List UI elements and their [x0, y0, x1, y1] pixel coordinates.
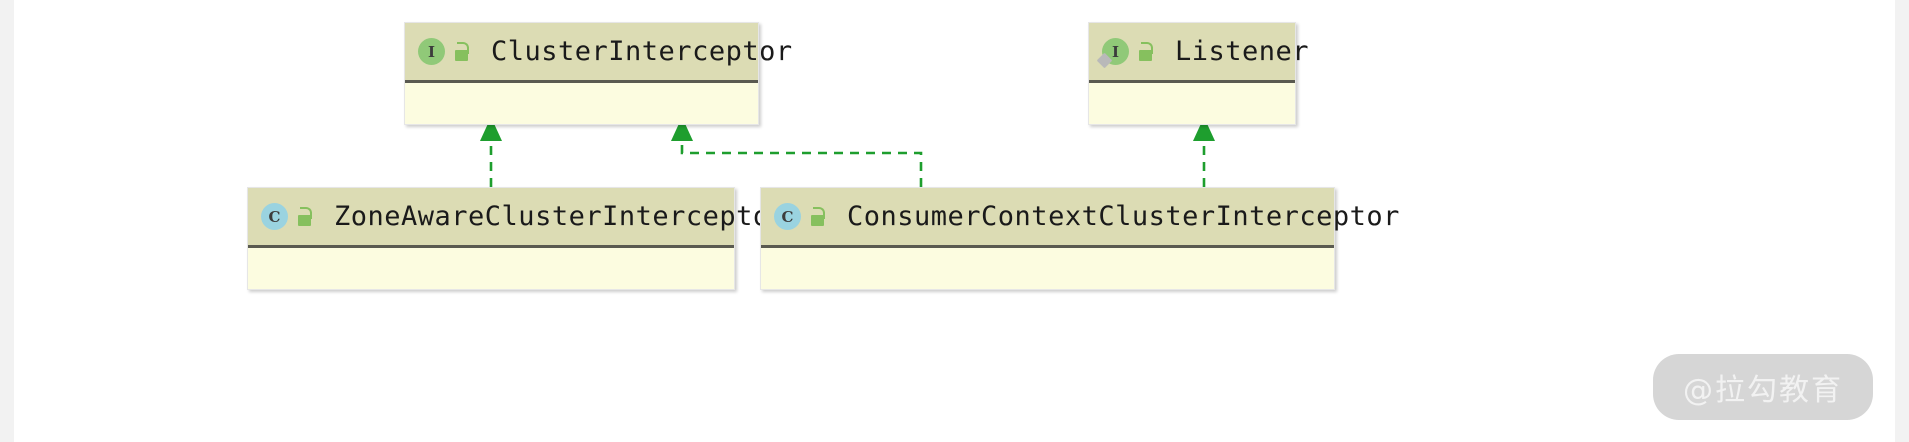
uml-node-separator: [1088, 80, 1296, 83]
watermark-badge: @拉勾教育: [1653, 354, 1873, 420]
interface-icon: I: [418, 38, 445, 65]
uml-node-zone-aware-cluster-interceptor[interactable]: C ZoneAwareClusterInterceptor: [247, 187, 786, 290]
uml-node-members: [1088, 83, 1296, 125]
uml-node-members: [760, 248, 1335, 290]
uml-node-title: ConsumerContextClusterInterceptor: [847, 201, 1400, 232]
unlocked-padlock-icon: [452, 41, 471, 63]
uml-node-cluster-interceptor[interactable]: I ClusterInterceptor: [404, 22, 792, 125]
uml-node-consumer-context-cluster-interceptor[interactable]: C ConsumerContextClusterInterceptor: [760, 187, 1399, 290]
interface-icon: I: [1096, 38, 1129, 69]
uml-node-title: ClusterInterceptor: [491, 36, 793, 67]
uml-node-header: C ZoneAwareClusterInterceptor: [247, 187, 786, 245]
class-icon: C: [774, 203, 801, 230]
uml-node-header: I Listener: [1088, 22, 1309, 80]
unlocked-padlock-icon: [1136, 41, 1155, 63]
uml-node-separator: [247, 245, 735, 248]
uml-node-separator: [404, 80, 759, 83]
uml-node-header: C ConsumerContextClusterInterceptor: [760, 187, 1399, 245]
uml-node-members: [247, 248, 735, 290]
uml-node-title: ZoneAwareClusterInterceptor: [334, 201, 787, 232]
class-icon: C: [261, 203, 288, 230]
uml-node-title: Listener: [1175, 36, 1310, 67]
uml-node-header: I ClusterInterceptor: [404, 22, 792, 80]
unlocked-padlock-icon: [808, 206, 827, 228]
diagram-canvas[interactable]: I ClusterInterceptor I: [14, 0, 1895, 442]
uml-node-listener[interactable]: I Listener: [1088, 22, 1309, 125]
unlocked-padlock-icon: [295, 206, 314, 228]
relation-line-consumer-to-cluster: [680, 140, 923, 187]
uml-node-members: [404, 83, 759, 125]
uml-node-separator: [760, 245, 1335, 248]
